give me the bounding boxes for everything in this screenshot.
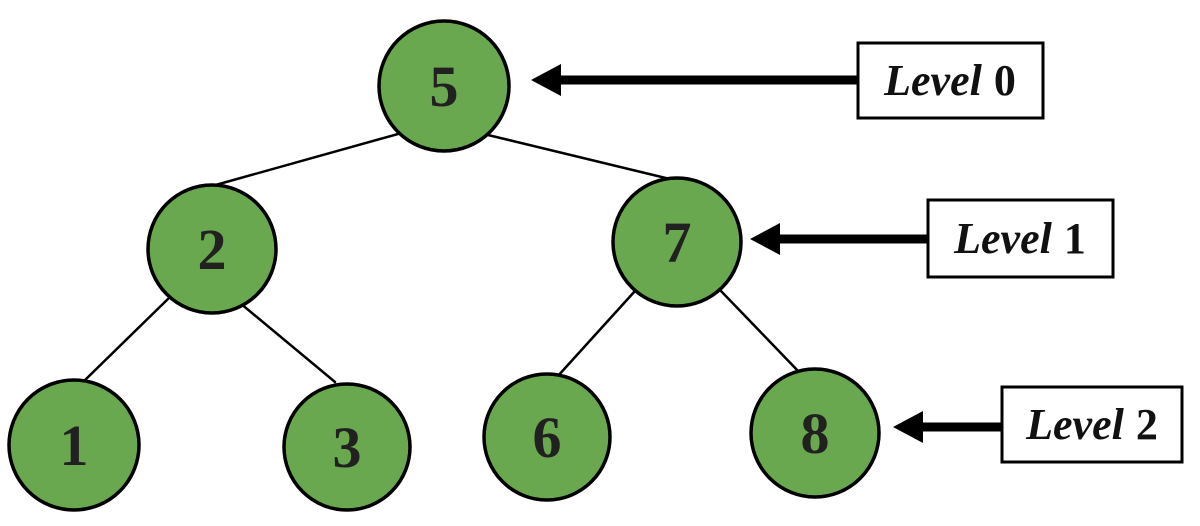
level-number: 1 <box>1064 214 1086 263</box>
edge-7-8 <box>718 288 802 375</box>
left-arrow-icon <box>750 223 780 255</box>
node-value: 1 <box>60 413 89 478</box>
node-value: 8 <box>801 401 830 466</box>
level-1-label-box <box>926 198 1115 279</box>
level-2-label-box <box>1000 385 1184 464</box>
tree-nodes: 5 2 7 1 3 6 8 <box>7 19 881 512</box>
edge-2-3 <box>226 291 337 384</box>
level-word: Level <box>1025 400 1124 449</box>
level-word: Level <box>953 214 1052 263</box>
node-circle <box>482 372 612 502</box>
level-number: 0 <box>994 56 1016 105</box>
tree-node-6: 6 <box>482 372 612 502</box>
node-value: 3 <box>333 415 362 480</box>
edge-7-6 <box>555 289 637 379</box>
tree-node-2: 2 <box>146 183 278 315</box>
tree-node-5: 5 <box>377 19 511 153</box>
left-arrow-icon <box>893 411 923 443</box>
edge-5-2 <box>210 132 400 188</box>
node-value: 6 <box>533 405 562 470</box>
tree-node-3: 3 <box>282 382 412 512</box>
tree-edges <box>81 132 802 384</box>
level-word: Level <box>883 56 982 105</box>
node-circle <box>7 378 141 512</box>
node-value: 5 <box>430 54 459 119</box>
node-value: 7 <box>663 210 692 275</box>
level-number: 2 <box>1136 400 1158 449</box>
node-circle <box>377 19 511 153</box>
level-0-label-box <box>856 41 1045 120</box>
edge-5-7 <box>486 133 676 182</box>
node-value: 2 <box>198 217 227 282</box>
left-arrow-icon <box>531 64 561 96</box>
node-circle <box>282 382 412 512</box>
edge-2-1 <box>81 295 172 384</box>
node-circle <box>611 176 743 308</box>
node-circle <box>146 183 278 315</box>
tree-node-8: 8 <box>749 367 881 499</box>
tree-node-1: 1 <box>7 378 141 512</box>
tree-node-7: 7 <box>611 176 743 308</box>
node-circle <box>749 367 881 499</box>
